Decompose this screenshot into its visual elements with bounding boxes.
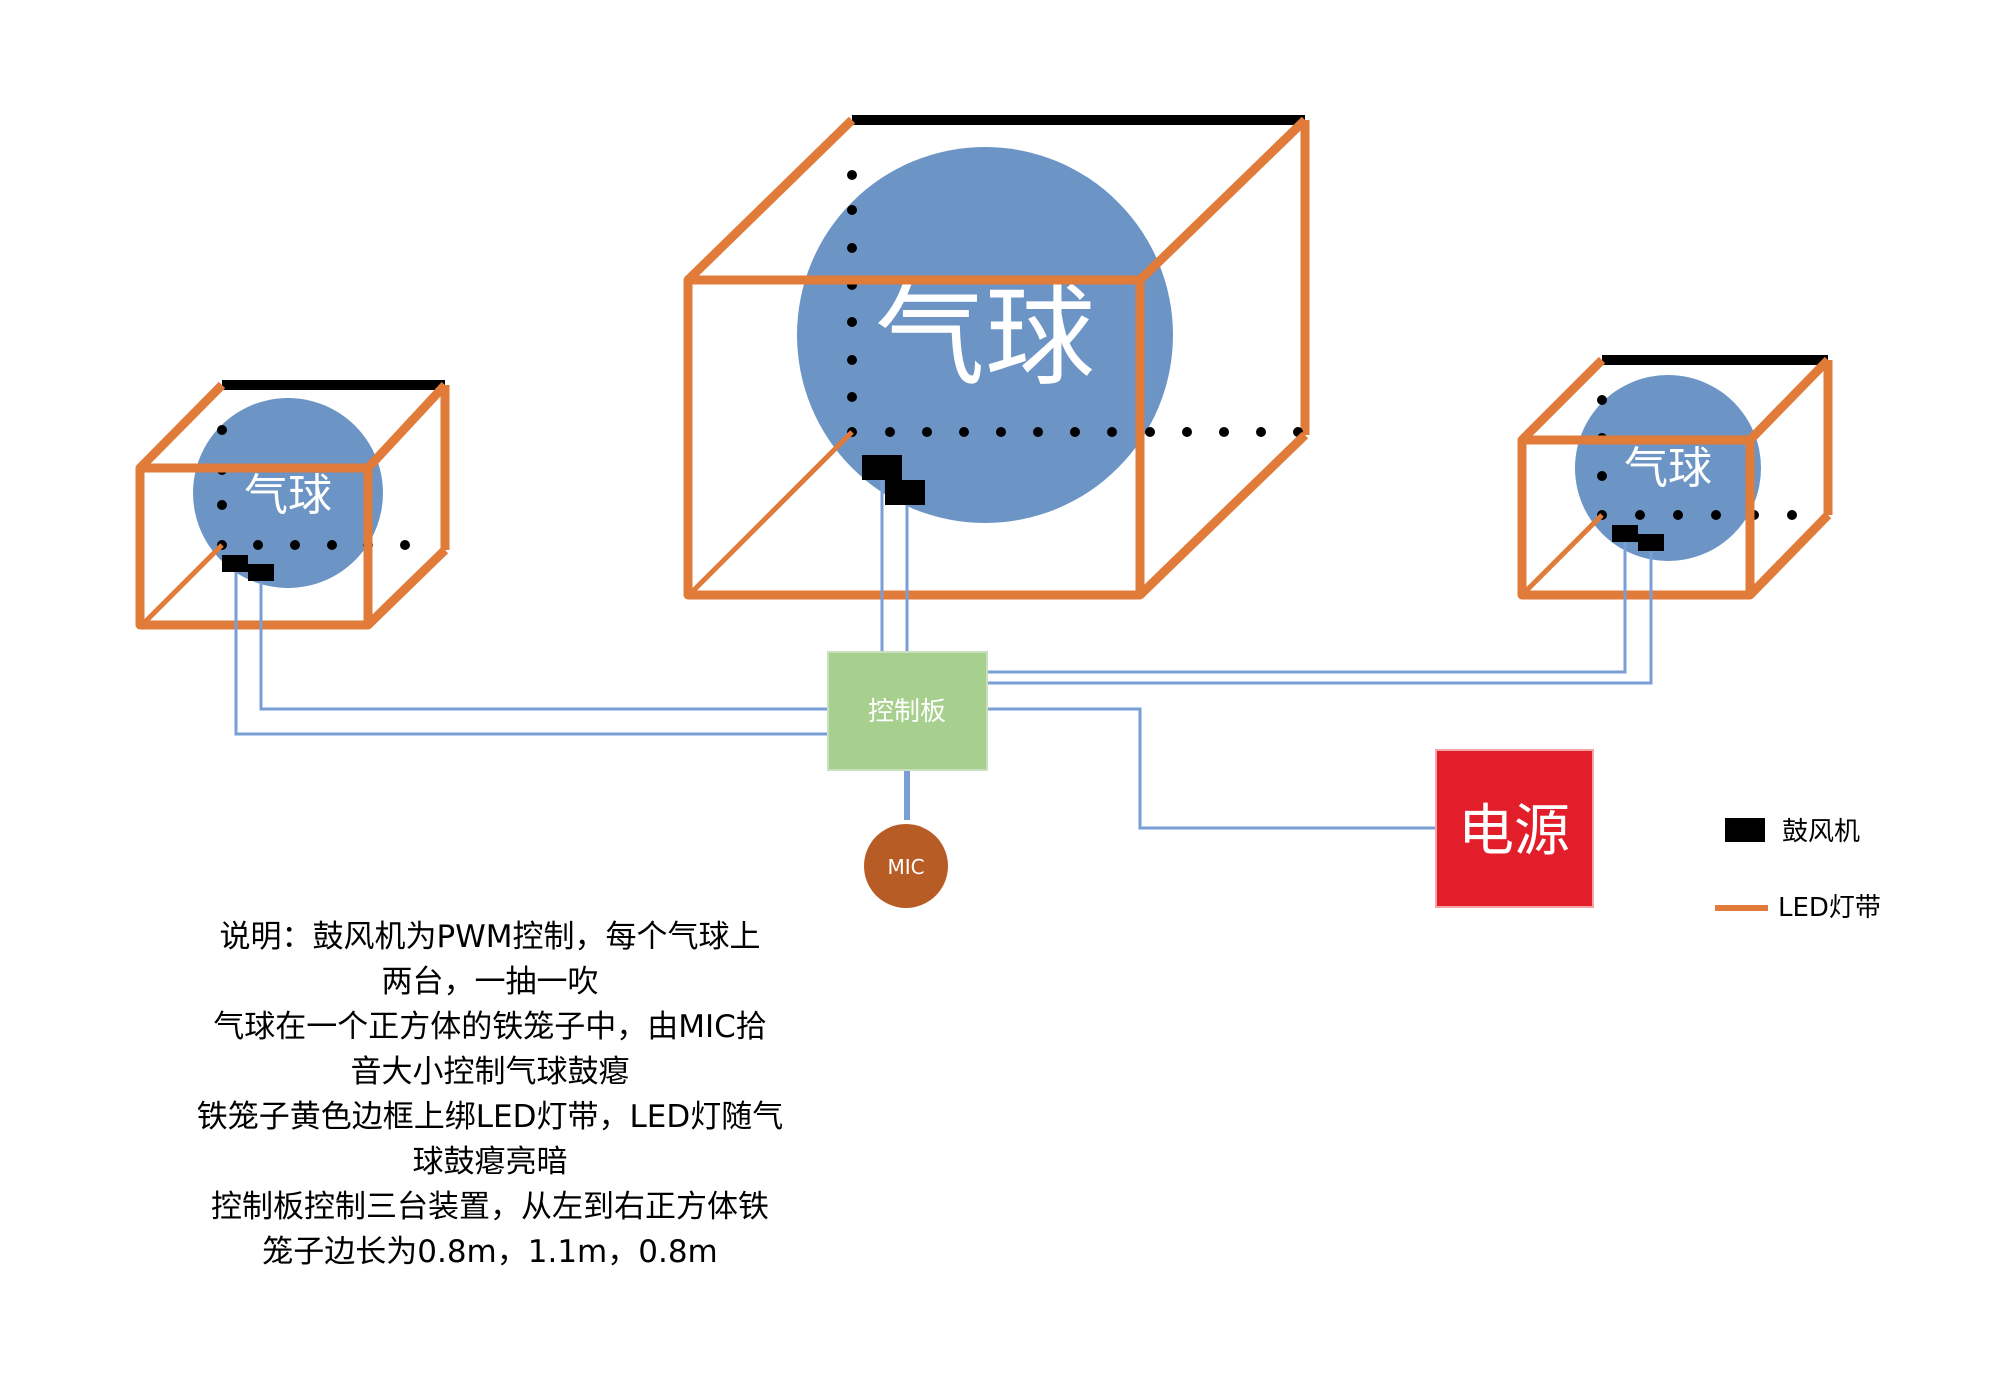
wire-left-1 [234,572,830,736]
notes-line: 气球在一个正方体的铁笼子中，由MIC拾 [213,1009,767,1045]
notes-line: 笼子边长为0.8m，1.1m，0.8m [262,1234,718,1270]
power-label: 电源 [1458,799,1570,864]
center-blower-1 [862,455,902,480]
right-led-strip [1523,513,1604,594]
control-board-label: 控制板 [868,697,946,727]
legend-blower-icon [1725,818,1765,842]
mic: MIC [864,824,948,908]
left-blower-2 [248,564,274,581]
legend-blower-label: 鼓风机 [1782,817,1860,847]
wire-left-2 [259,581,830,711]
center-led-strip [690,430,854,594]
legend: 鼓风机 LED灯带 [1715,817,1881,923]
notes-line: 球鼓瘪亮暗 [412,1144,568,1180]
left-balloon [193,398,383,588]
center-blower-2 [885,480,925,505]
center-cage-front-frame [683,116,1309,600]
right-blower-2 [1638,534,1664,551]
right-balloon-label: 气球 [1624,443,1712,494]
control-board: 控制板 [827,651,988,771]
center-balloon-label: 气球 [875,273,1095,401]
legend-led-label: LED灯带 [1778,893,1881,923]
power-supply: 电源 [1435,749,1594,908]
right-blower-1 [1612,525,1638,542]
notes-line: 音大小控制气球鼓瘪 [350,1054,630,1090]
left-balloon-label: 气球 [244,470,332,521]
notes-line: 两台，一抽一吹 [381,964,599,1000]
wire-right-1 [987,542,1627,674]
right-cage-front-frame [1517,356,1832,600]
notes-line: 控制板控制三台装置，从左到右正方体铁 [211,1189,769,1225]
notes-line: 说明：鼓风机为PWM控制，每个气球上 [219,919,761,955]
left-blower-1 [222,555,248,572]
left-cage-front-frame [135,381,449,630]
notes-line: 铁笼子黄色边框上绑LED灯带，LED灯随气 [196,1099,784,1135]
wire-right-2 [987,551,1653,685]
right-cage: 气球 [1517,355,1833,600]
mic-label: MIC [887,855,924,879]
wire-power [987,707,1436,830]
notes-text: 说明：鼓风机为PWM控制，每个气球上 两台，一抽一吹 气球在一个正方体的铁笼子中… [150,915,830,1275]
left-cage: 气球 [135,380,450,630]
center-cage: 气球 [683,115,1310,600]
wires [234,480,1653,830]
left-led-strip [143,543,224,624]
